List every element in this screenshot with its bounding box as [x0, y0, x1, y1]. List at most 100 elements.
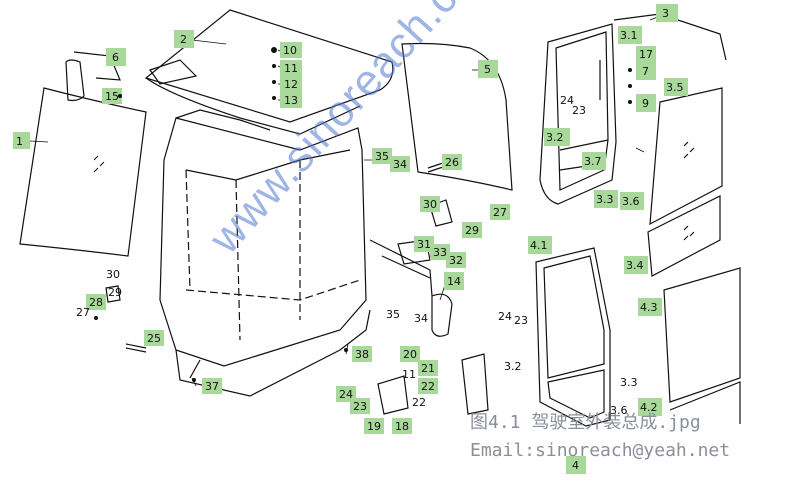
callout-tags: 1 2 3 3.1 3.2 3.3 3.4 3.5 3.6 3.7 4 4.1 …: [13, 4, 688, 474]
svg-text:1: 1: [16, 135, 23, 148]
callout-25: 25: [144, 330, 164, 346]
callout-30: 30: [420, 196, 440, 212]
callout-31: 31: [414, 236, 434, 252]
part-step-25: [125, 343, 147, 353]
svg-text:23: 23: [353, 400, 367, 413]
callout-3-6: 3.6: [620, 192, 644, 210]
part-mirror-top: [65, 59, 85, 102]
callout-32: 32: [446, 252, 466, 268]
callout-5: 5: [478, 60, 498, 78]
svg-text:11: 11: [402, 368, 416, 381]
part-mirror-right: [431, 293, 453, 337]
parts-outlines: [19, 9, 741, 427]
svg-text:27: 27: [493, 206, 507, 219]
callout-26: 26: [442, 154, 462, 170]
callout-35: 35: [372, 148, 392, 164]
svg-text:31: 31: [417, 238, 431, 251]
part-roof: [144, 9, 394, 123]
svg-text:21: 21: [421, 362, 435, 375]
callout-27: 27: [490, 204, 510, 220]
svg-text:38: 38: [355, 348, 369, 361]
svg-text:32: 32: [449, 254, 463, 267]
svg-text:18: 18: [395, 420, 409, 433]
svg-text:9: 9: [642, 97, 649, 110]
callout-4-2: 4.2: [638, 398, 662, 416]
svg-text:28: 28: [89, 296, 103, 309]
svg-text:26: 26: [445, 156, 459, 169]
svg-text:3.7: 3.7: [584, 155, 602, 168]
svg-text:5: 5: [484, 63, 491, 76]
svg-text:3.2: 3.2: [546, 131, 564, 144]
callout-3-2: 3.2: [544, 128, 570, 146]
svg-text:3: 3: [662, 7, 669, 20]
callout-29: 29: [462, 222, 482, 238]
svg-text:7: 7: [642, 65, 649, 78]
part-door-upper: [539, 23, 617, 205]
callout-10: 10: [280, 42, 302, 58]
part-door-lower: [535, 247, 611, 427]
part-glass-3-5: [649, 87, 723, 226]
svg-text:3.3: 3.3: [620, 376, 638, 389]
svg-text:35: 35: [386, 308, 400, 321]
svg-text:29: 29: [108, 286, 122, 299]
svg-text:3.2: 3.2: [504, 360, 522, 373]
callout-17: 17: [636, 46, 656, 62]
svg-text:23: 23: [514, 314, 528, 327]
callout-22: 22: [418, 378, 438, 394]
windshield-dots: [93, 155, 105, 173]
svg-text:3.1: 3.1: [620, 29, 638, 42]
svg-text:13: 13: [284, 94, 298, 107]
svg-text:12: 12: [284, 78, 298, 91]
fasteners: [94, 47, 632, 382]
callout-14: 14: [444, 272, 464, 290]
svg-text:33: 33: [433, 246, 447, 259]
callout-3-1: 3.1: [618, 26, 642, 44]
callout-33: 33: [430, 244, 450, 260]
svg-text:19: 19: [367, 420, 381, 433]
svg-text:10: 10: [283, 44, 297, 57]
callout-19: 19: [364, 418, 384, 434]
callout-37: 37: [202, 378, 222, 394]
svg-text:11: 11: [284, 62, 298, 75]
svg-text:17: 17: [639, 48, 653, 61]
svg-text:4: 4: [572, 459, 579, 472]
part-windshield: [19, 87, 147, 257]
callout-12: 12: [280, 76, 302, 92]
part-side-panel: [401, 42, 513, 191]
svg-text:24: 24: [498, 310, 512, 323]
svg-text:30: 30: [423, 198, 437, 211]
callout-24: 24: [336, 386, 356, 402]
svg-text:3.6: 3.6: [610, 404, 628, 417]
callout-1: 1: [13, 132, 30, 149]
svg-text:27: 27: [76, 306, 90, 319]
part-hinge-left: [377, 375, 409, 415]
callout-28: 28: [86, 294, 106, 310]
svg-text:4.1: 4.1: [530, 239, 548, 252]
callout-4-3: 4.3: [638, 298, 662, 316]
callout-3-4: 3.4: [624, 256, 648, 274]
callout-21: 21: [418, 360, 438, 376]
svg-text:37: 37: [205, 380, 219, 393]
svg-text:3.5: 3.5: [666, 81, 684, 94]
svg-text:22: 22: [421, 380, 435, 393]
svg-text:2: 2: [180, 33, 187, 46]
callout-4: 4: [566, 456, 586, 474]
part-cab-frame: [159, 117, 367, 367]
svg-text:3.4: 3.4: [626, 259, 644, 272]
svg-text:6: 6: [112, 51, 119, 64]
part-glass-3-4: [647, 195, 721, 277]
plain-labels: 27 29 30 24 23 24 23 3.2 3.3 3.6 11 22 3…: [76, 94, 638, 417]
callout-7: 7: [636, 62, 656, 80]
watermark-caption: 图4.1 驾驶室外装总成.jpg: [470, 412, 701, 433]
callout-3-5: 3.5: [664, 78, 688, 96]
svg-text:15: 15: [105, 90, 119, 103]
svg-text:24: 24: [339, 388, 353, 401]
part-glass-4-3: [663, 267, 741, 403]
callout-15: 15: [102, 88, 122, 104]
svg-text:22: 22: [412, 396, 426, 409]
svg-text:29: 29: [465, 224, 479, 237]
callout-6: 6: [106, 48, 126, 66]
callout-9: 9: [636, 94, 656, 112]
